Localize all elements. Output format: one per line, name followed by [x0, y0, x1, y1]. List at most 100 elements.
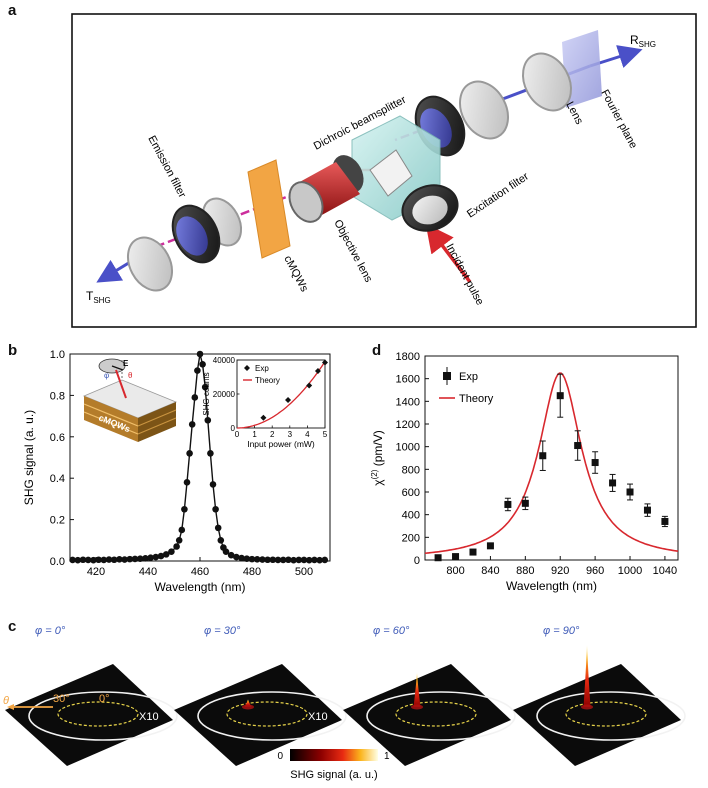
polarization-diagram: E φ θ cMQWs	[82, 358, 178, 442]
theta-axis-arrow	[7, 704, 14, 710]
inset-x-axis-label: Input power (mW)	[247, 439, 315, 449]
y-tick-label: 1.0	[50, 349, 65, 361]
angle-30-label: 30°	[53, 693, 70, 705]
spectrum-point	[201, 383, 209, 391]
spectrum-point	[259, 556, 266, 563]
spectrum-point	[162, 551, 170, 558]
inset-exp-point	[306, 382, 313, 389]
phi-label: φ = 0°	[35, 625, 66, 637]
diagram-e-label: E	[123, 359, 129, 368]
exp-point	[574, 442, 582, 450]
spectrum-point	[79, 556, 87, 564]
inset-exp-point	[260, 414, 267, 421]
inner-ring	[226, 701, 308, 727]
inset-legend-theory-label: Theory	[255, 376, 280, 385]
spectrum-point	[157, 552, 165, 560]
exp-point	[643, 506, 651, 514]
map-surface	[343, 664, 511, 766]
outer-ring	[28, 691, 178, 741]
spectrum-point	[243, 555, 251, 563]
dichroic-mount-shape	[369, 149, 413, 197]
legend-exp-label: Exp	[459, 371, 478, 383]
y-tick-label: 800	[402, 464, 420, 476]
angle-map: φ = 30° X10	[174, 625, 347, 766]
spectrum-point	[84, 556, 92, 564]
exp-point	[626, 488, 634, 496]
spectrum-point	[321, 556, 329, 564]
inset-y-tick-label: 0	[231, 424, 236, 433]
spectrum-point	[233, 553, 240, 561]
legend-theory-label: Theory	[459, 393, 494, 405]
inset-exp-point	[314, 368, 321, 375]
spectrum-point	[212, 505, 219, 513]
cmqws-sample-shape	[247, 159, 291, 259]
inset-exp-point	[322, 359, 328, 366]
inner-ring	[395, 701, 477, 727]
label-t-shg: TSHG	[86, 289, 111, 305]
phi-label: φ = 30°	[204, 625, 241, 637]
y-tick-label: 0.2	[50, 515, 65, 527]
objective-front-shape	[288, 181, 324, 223]
emission-output-lens-shape	[126, 236, 174, 292]
spectrum-point	[238, 554, 245, 562]
exp-point	[591, 459, 599, 467]
spectrum-point	[168, 548, 175, 555]
x-axis-label: Wavelength (nm)	[155, 580, 246, 594]
spectrum-point	[194, 367, 201, 374]
exp-point	[434, 554, 442, 562]
inset-y-tick-label: 20000	[213, 390, 236, 399]
spectrum-point	[204, 416, 212, 424]
inner-ring	[57, 701, 139, 727]
exp-point	[521, 499, 529, 507]
exp-point	[469, 548, 477, 556]
diagram-theta-label: θ	[128, 371, 133, 380]
spectrum-point	[269, 556, 277, 564]
inset-y-axis-label: SHG counts	[202, 372, 211, 415]
x-tick-label: 800	[446, 565, 464, 577]
y-tick-label: 200	[402, 532, 420, 544]
lens-shape	[522, 52, 572, 112]
shg-peak	[413, 672, 421, 707]
spectrum-point	[126, 555, 134, 563]
spectrum-point	[209, 481, 217, 488]
spectrum-point	[285, 556, 292, 564]
diagram-layer-line	[137, 409, 177, 427]
label-r-shg: RSHG	[630, 33, 656, 49]
map-surface	[5, 664, 173, 766]
spectrum-point	[110, 556, 118, 564]
spectrum-point	[188, 421, 196, 428]
diagram-side-face	[138, 402, 176, 442]
spectrum-point	[90, 556, 97, 564]
spectrum-point	[175, 537, 183, 544]
spectrum-point	[214, 524, 222, 532]
diagram-phi-label: φ	[104, 371, 109, 380]
diagram-layer-line	[137, 417, 177, 435]
spectrum-point	[100, 556, 108, 564]
spectrum-point	[95, 556, 102, 564]
spectrum-point	[295, 556, 303, 564]
panel-letter-a: a	[8, 2, 17, 19]
inset-exp-point	[285, 396, 292, 403]
spectrum-point	[173, 543, 180, 550]
excitation-filter-shape	[412, 195, 448, 225]
panel-letter-c: c	[8, 618, 17, 635]
exp-point	[556, 392, 564, 400]
diagram-beam-line	[115, 369, 127, 399]
spectrum-point	[305, 556, 313, 564]
x10-label: X10	[308, 711, 328, 723]
angle-map: φ = 90°	[513, 625, 686, 766]
x-tick-label: 880	[516, 565, 534, 577]
optical-setup-diagram: RSHG TSHG Fourier plane Lens Dichroic be…	[71, 13, 697, 328]
inset-frame	[236, 359, 326, 429]
colorbar-max-label: 1	[384, 751, 390, 762]
colorbar	[290, 749, 378, 761]
exp-point	[486, 542, 494, 550]
spectrum-point	[186, 450, 193, 457]
